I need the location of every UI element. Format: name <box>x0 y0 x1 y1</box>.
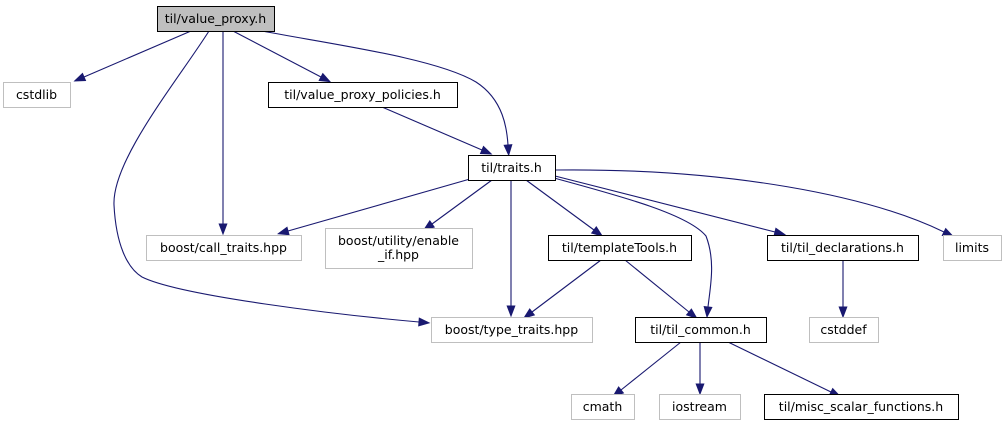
edge-traits-to-til-common <box>553 177 713 319</box>
node-label: boost/type_traits.hpp <box>445 322 578 337</box>
edge-til-common-to-iostream <box>695 342 705 396</box>
arrowhead <box>695 383 705 396</box>
node-enable-if: boost/utility/enable_if.hpp <box>325 228 473 269</box>
edge-value-proxy-to-call-traits <box>218 31 228 236</box>
arrowhead <box>590 226 604 237</box>
edge-value-proxy-policies-to-traits <box>381 106 493 155</box>
arrowhead <box>522 308 536 319</box>
arrowhead <box>318 72 332 83</box>
edge-line <box>624 259 690 313</box>
edge-line <box>554 175 776 233</box>
node-box <box>764 394 959 420</box>
edge-til-common-to-misc-scalar <box>727 341 842 398</box>
edge-traits-to-template-tools <box>525 179 604 237</box>
edge-line <box>232 30 322 78</box>
node-value-proxy[interactable]: til/value_proxy.h <box>157 6 275 32</box>
node-box <box>943 235 1002 261</box>
node-box <box>767 235 919 261</box>
arrowhead <box>773 227 787 237</box>
node-box <box>468 155 556 181</box>
edge-line <box>554 169 945 233</box>
node-cstddef: cstddef <box>809 317 879 343</box>
node-box <box>431 317 593 343</box>
arrowhead <box>703 306 713 319</box>
edge-line <box>525 179 595 231</box>
arrowhead <box>418 317 431 327</box>
node-box <box>3 82 71 108</box>
node-label: til/til_common.h <box>650 322 751 337</box>
node-label: iostream <box>672 399 727 414</box>
node-cmath: cmath <box>571 394 635 420</box>
edge-traits-to-type-traits <box>506 180 516 318</box>
edge-value-proxy-to-cstdlib <box>73 30 192 82</box>
node-til-declarations[interactable]: til/til_declarations.h <box>767 235 919 261</box>
arrowhead <box>218 223 228 236</box>
edge-line <box>531 259 602 313</box>
node-misc-scalar[interactable]: til/misc_scalar_functions.h <box>764 394 959 420</box>
node-til-common[interactable]: til/til_common.h <box>635 317 767 343</box>
node-label: boost/utility/enable <box>338 233 459 248</box>
node-label: cstdlib <box>16 87 57 102</box>
edge-traits-to-call-traits <box>277 178 471 236</box>
edge-template-tools-to-type-traits <box>522 259 602 319</box>
node-type-traits: boost/type_traits.hpp <box>431 317 593 343</box>
edge-line <box>381 106 483 151</box>
node-box <box>548 235 692 261</box>
edge-line <box>83 30 192 78</box>
edge-value-proxy-to-value-proxy-policies <box>232 30 332 83</box>
node-box <box>325 228 473 269</box>
node-traits[interactable]: til/traits.h <box>468 155 556 181</box>
node-label: til/traits.h <box>481 160 542 175</box>
arrowhead <box>479 145 493 155</box>
node-box <box>635 317 767 343</box>
node-label: til/misc_scalar_functions.h <box>779 399 943 414</box>
node-iostream: iostream <box>659 394 741 420</box>
node-template-tools[interactable]: til/templateTools.h <box>548 235 692 261</box>
node-label: cmath <box>583 399 623 414</box>
edge-line <box>287 178 471 232</box>
edge-value-proxy-to-type-traits <box>113 30 431 327</box>
node-cstdlib: cstdlib <box>3 82 71 108</box>
edge-line <box>727 341 832 393</box>
node-call-traits: boost/call_traits.hpp <box>146 235 302 261</box>
edges-layer <box>73 30 955 398</box>
edge-line <box>431 179 493 225</box>
node-box <box>809 317 879 343</box>
node-box <box>659 394 741 420</box>
edge-line <box>113 30 420 323</box>
arrowhead <box>685 308 698 320</box>
node-label: _if.hpp <box>377 247 419 262</box>
arrowhead <box>506 305 516 318</box>
edge-line <box>261 30 509 146</box>
edge-til-common-to-cmath <box>612 341 682 398</box>
arrowhead <box>503 144 513 157</box>
node-label: til/value_proxy.h <box>165 11 266 26</box>
node-label: limits <box>955 240 989 255</box>
node-box <box>157 6 275 32</box>
node-label: boost/call_traits.hpp <box>160 240 287 255</box>
node-label: til/til_declarations.h <box>781 240 904 255</box>
node-limits: limits <box>943 235 1002 261</box>
edge-line <box>553 177 713 308</box>
arrowhead <box>277 226 290 236</box>
node-label: til/templateTools.h <box>562 240 677 255</box>
edge-template-tools-to-til-common <box>624 259 698 320</box>
node-box <box>571 394 635 420</box>
node-box <box>146 235 302 261</box>
node-label: cstddef <box>820 322 867 337</box>
node-value-proxy-policies[interactable]: til/value_proxy_policies.h <box>268 82 458 108</box>
edge-value-proxy-to-traits <box>261 30 513 157</box>
node-label: til/value_proxy_policies.h <box>284 87 441 102</box>
node-box <box>268 82 458 108</box>
arrowhead <box>838 306 848 319</box>
arrowhead <box>73 72 87 82</box>
edge-line <box>620 341 682 391</box>
edge-traits-to-enable-if <box>422 179 493 231</box>
edge-til-declarations-to-cstddef <box>838 260 848 319</box>
